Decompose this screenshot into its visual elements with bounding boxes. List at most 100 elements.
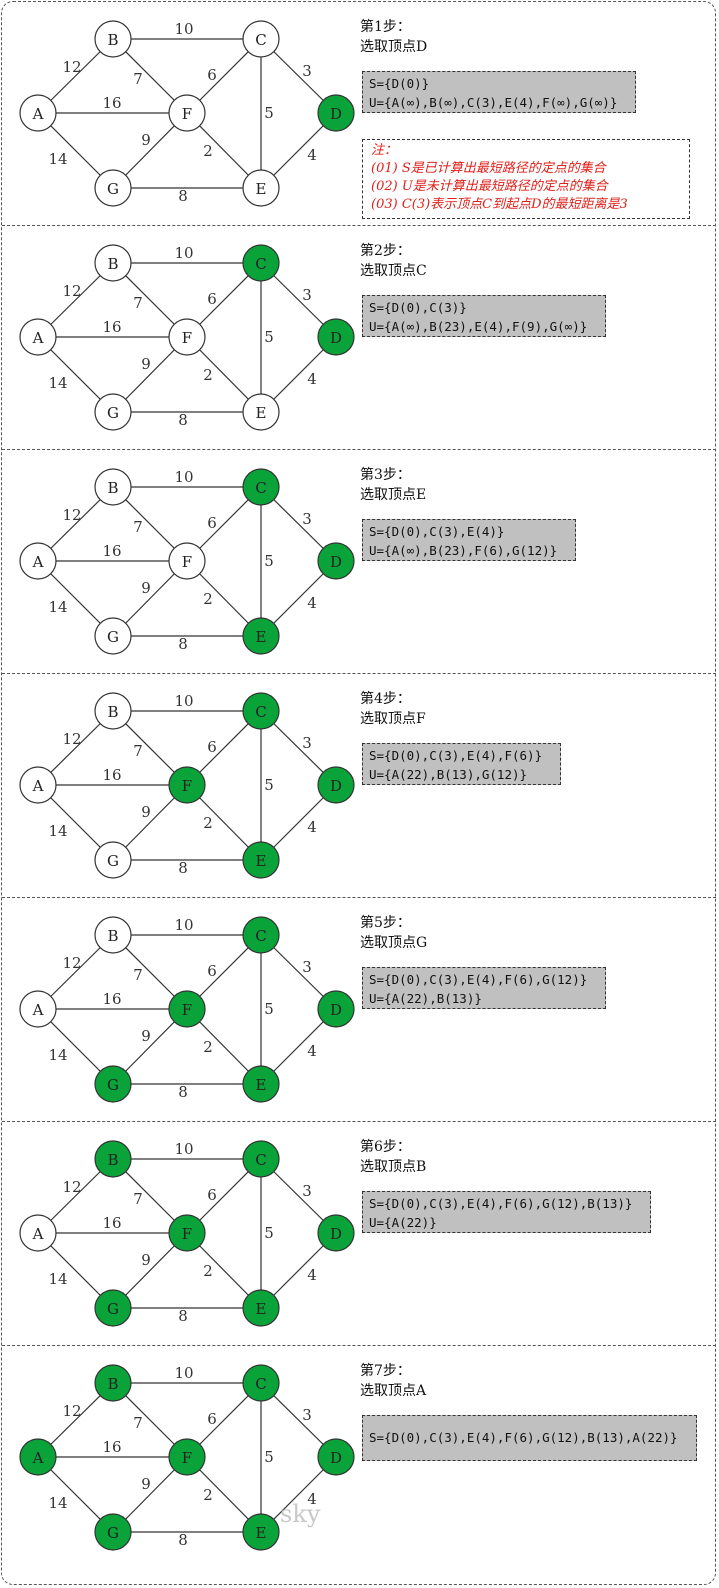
edge-weight-A-F: 16 bbox=[102, 1438, 121, 1456]
node-label-D: D bbox=[330, 1449, 342, 1467]
node-label-B: B bbox=[107, 255, 118, 273]
step-title: 第7步： bbox=[360, 1363, 411, 1379]
node-label-D: D bbox=[330, 553, 342, 571]
node-label-A: A bbox=[32, 1225, 44, 1243]
set-box: S={D(0),C(3),E(4)}U={A(∞),B(23),F(6),G(1… bbox=[362, 519, 576, 561]
edge-weight-C-D: 3 bbox=[302, 734, 312, 752]
edge-weight-C-E: 5 bbox=[264, 776, 274, 794]
node-D bbox=[317, 542, 355, 580]
edge-weight-A-F: 16 bbox=[102, 542, 121, 560]
edge-weight-A-G: 14 bbox=[48, 598, 67, 616]
node-label-F: F bbox=[182, 777, 192, 795]
node-label-D: D bbox=[330, 329, 342, 347]
node-label-D: D bbox=[330, 1225, 342, 1243]
node-A bbox=[19, 990, 57, 1028]
edge-weight-C-D: 3 bbox=[302, 286, 312, 304]
step-title: 第5步： bbox=[360, 915, 411, 931]
edge-weight-A-G: 14 bbox=[48, 1494, 67, 1512]
node-label-A: A bbox=[32, 329, 44, 347]
edge-weight-B-C: 10 bbox=[174, 20, 193, 38]
node-F bbox=[168, 1438, 206, 1476]
node-label-C: C bbox=[255, 479, 266, 497]
edge-weight-C-D: 3 bbox=[302, 958, 312, 976]
edge-weight-C-F: 6 bbox=[207, 962, 217, 980]
node-B bbox=[94, 1140, 132, 1178]
node-G bbox=[94, 169, 132, 207]
u-set-text: U={A(∞),B(23),F(6),G(12)} bbox=[369, 543, 558, 558]
edge-weight-G-E: 8 bbox=[178, 859, 188, 877]
u-set-text: U={A(22),B(13)} bbox=[369, 991, 482, 1006]
edge-weight-B-F: 7 bbox=[133, 1414, 143, 1432]
edge-weight-D-E: 4 bbox=[307, 1042, 317, 1060]
node-label-D: D bbox=[330, 777, 342, 795]
edge-weight-F-E: 2 bbox=[203, 1038, 213, 1056]
edge-weight-B-C: 10 bbox=[174, 468, 193, 486]
note-line-2: (02) U是未计算出最短路径的定点的集合 bbox=[371, 179, 608, 194]
node-label-C: C bbox=[255, 1151, 266, 1169]
node-G bbox=[94, 1065, 132, 1103]
step-separator bbox=[2, 1345, 716, 1346]
node-C bbox=[242, 244, 280, 282]
node-label-D: D bbox=[330, 1001, 342, 1019]
node-label-C: C bbox=[255, 927, 266, 945]
node-F bbox=[168, 318, 206, 356]
set-box: S={D(0),C(3),E(4),F(6)}U={A(22),B(13),G(… bbox=[362, 743, 561, 785]
node-label-C: C bbox=[255, 31, 266, 49]
node-label-E: E bbox=[256, 180, 267, 198]
note-line-3: (03) C(3)表示顶点C到起点D的最短距离是3 bbox=[371, 197, 628, 212]
node-label-G: G bbox=[107, 1076, 119, 1094]
edge-weight-A-G: 14 bbox=[48, 150, 67, 168]
node-label-G: G bbox=[107, 1524, 119, 1542]
edge-weight-B-F: 7 bbox=[133, 294, 143, 312]
edge-weight-C-D: 3 bbox=[302, 510, 312, 528]
edge-weight-G-E: 8 bbox=[178, 411, 188, 429]
step-subtitle: 选取顶点D bbox=[360, 39, 428, 55]
node-B bbox=[94, 244, 132, 282]
node-F bbox=[168, 542, 206, 580]
step-subtitle: 选取顶点A bbox=[360, 1383, 427, 1399]
node-label-G: G bbox=[107, 404, 119, 422]
note-box: 注： (01) S是已计算出最短路径的定点的集合 (02) U是未计算出最短路径… bbox=[362, 139, 690, 219]
node-B bbox=[94, 916, 132, 954]
edge-weight-C-E: 5 bbox=[264, 552, 274, 570]
edge-weight-C-D: 3 bbox=[302, 1406, 312, 1424]
edge-weight-A-F: 16 bbox=[102, 1214, 121, 1232]
node-B bbox=[94, 468, 132, 506]
edge-weight-G-E: 8 bbox=[178, 1083, 188, 1101]
node-label-B: B bbox=[107, 479, 118, 497]
node-label-A: A bbox=[32, 1001, 44, 1019]
step-subtitle: 选取顶点E bbox=[360, 487, 427, 503]
node-G bbox=[94, 617, 132, 655]
edge-weight-A-B: 12 bbox=[62, 282, 81, 300]
u-set-text: U={A(∞),B(23),E(4),F(9),G(∞)} bbox=[369, 319, 588, 334]
u-set-text: U={A(∞),B(∞),C(3),E(4),F(∞),G(∞)} bbox=[369, 95, 618, 110]
edge-weight-F-E: 2 bbox=[203, 814, 213, 832]
node-label-E: E bbox=[256, 404, 267, 422]
u-set-text: U={A(22),B(13),G(12)} bbox=[369, 767, 528, 782]
step-separator bbox=[2, 225, 716, 226]
step-subtitle: 选取顶点F bbox=[360, 711, 426, 727]
edge-weight-C-E: 5 bbox=[264, 1224, 274, 1242]
edge-weight-C-E: 5 bbox=[264, 1448, 274, 1466]
edge-weight-F-G: 9 bbox=[141, 1475, 151, 1493]
node-label-G: G bbox=[107, 1300, 119, 1318]
edge-weight-A-B: 12 bbox=[62, 506, 81, 524]
node-label-F: F bbox=[182, 1225, 192, 1243]
node-D bbox=[317, 1438, 355, 1476]
edge-weight-C-E: 5 bbox=[264, 104, 274, 122]
edge-weight-B-F: 7 bbox=[133, 966, 143, 984]
step-separator bbox=[2, 897, 716, 898]
edge-weight-B-F: 7 bbox=[133, 518, 143, 536]
edge-weight-C-D: 3 bbox=[302, 1182, 312, 1200]
node-D bbox=[317, 990, 355, 1028]
note-title: 注： bbox=[371, 143, 398, 158]
node-C bbox=[242, 20, 280, 58]
node-E bbox=[242, 393, 280, 431]
node-label-E: E bbox=[256, 628, 267, 646]
node-C bbox=[242, 1364, 280, 1402]
